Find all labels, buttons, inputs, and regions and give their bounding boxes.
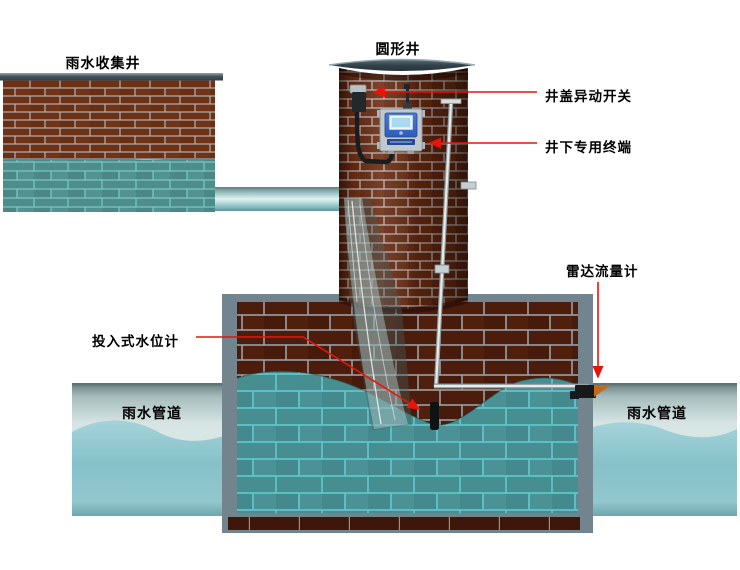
label-circular-well: 圆形井 <box>375 41 421 57</box>
water-streak-1 <box>351 200 382 425</box>
radar-mount-foot <box>570 391 579 399</box>
circular-well-base-shadow <box>339 297 468 313</box>
pipe-left-water <box>72 420 237 516</box>
label-collection-well: 雨水收集井 <box>65 55 141 71</box>
rod-vertical <box>434 102 453 388</box>
circular-well <box>328 58 476 313</box>
antenna-base <box>403 103 412 112</box>
switch-body <box>352 92 366 112</box>
label-pipe-right: 雨水管道 <box>627 405 687 421</box>
water-streak-2 <box>359 204 396 421</box>
antenna-mast <box>406 88 409 105</box>
circular-well-cap-shadow <box>339 68 468 81</box>
well-side-bracket <box>460 181 477 190</box>
chamber-water-surface <box>236 370 579 426</box>
arrow-level-gauge <box>196 336 421 410</box>
water-streak-3 <box>347 199 358 303</box>
water-stream-sheet <box>344 198 408 429</box>
terminal-device <box>377 84 425 154</box>
water-stream <box>344 198 412 430</box>
radar-flowmeter-device <box>570 385 611 399</box>
circular-well-cover-rim <box>328 58 476 66</box>
circular-well-cover <box>329 59 475 71</box>
label-level-gauge: 投入式水位计 <box>92 334 179 349</box>
pipe-left-top-edge <box>72 383 237 386</box>
level-gauge-sensor <box>430 402 439 430</box>
switch-tab <box>349 84 367 94</box>
label-radar-flowmeter: 雷达流量计 <box>566 264 639 279</box>
radar-antenna-horn <box>594 385 611 397</box>
rod-top-cap <box>440 98 462 104</box>
switch-cable <box>354 108 395 165</box>
sensor-rod <box>430 98 589 430</box>
collection-well <box>0 73 223 212</box>
pipe-right-water <box>578 422 737 516</box>
collection-well-water <box>3 160 215 212</box>
chamber-water <box>237 371 578 513</box>
pipe-right-top-edge <box>578 383 737 386</box>
label-pipe-left: 雨水管道 <box>122 405 182 421</box>
circular-well-shading <box>339 68 468 309</box>
collection-well-cap <box>0 73 223 81</box>
rod-wall-bracket <box>434 264 450 274</box>
collection-well-waterline <box>3 158 215 162</box>
pipe-right <box>578 383 737 516</box>
label-terminal: 井下专用终端 <box>545 140 632 155</box>
terminal-label-text-marks <box>390 141 412 143</box>
collection-well-brick <box>3 80 215 158</box>
terminal-button <box>399 131 403 135</box>
chamber-floor <box>228 517 580 530</box>
connecting-pipe <box>210 187 350 211</box>
antenna-tip <box>404 84 410 89</box>
water-stream-shadow <box>344 198 412 430</box>
annotations <box>196 86 604 410</box>
pipe-left <box>72 383 237 516</box>
label-cover-switch: 井盖异动开关 <box>545 89 632 104</box>
terminal-screen-glow <box>392 118 410 127</box>
radar-body <box>575 385 596 398</box>
cover-switch-device <box>349 84 395 165</box>
